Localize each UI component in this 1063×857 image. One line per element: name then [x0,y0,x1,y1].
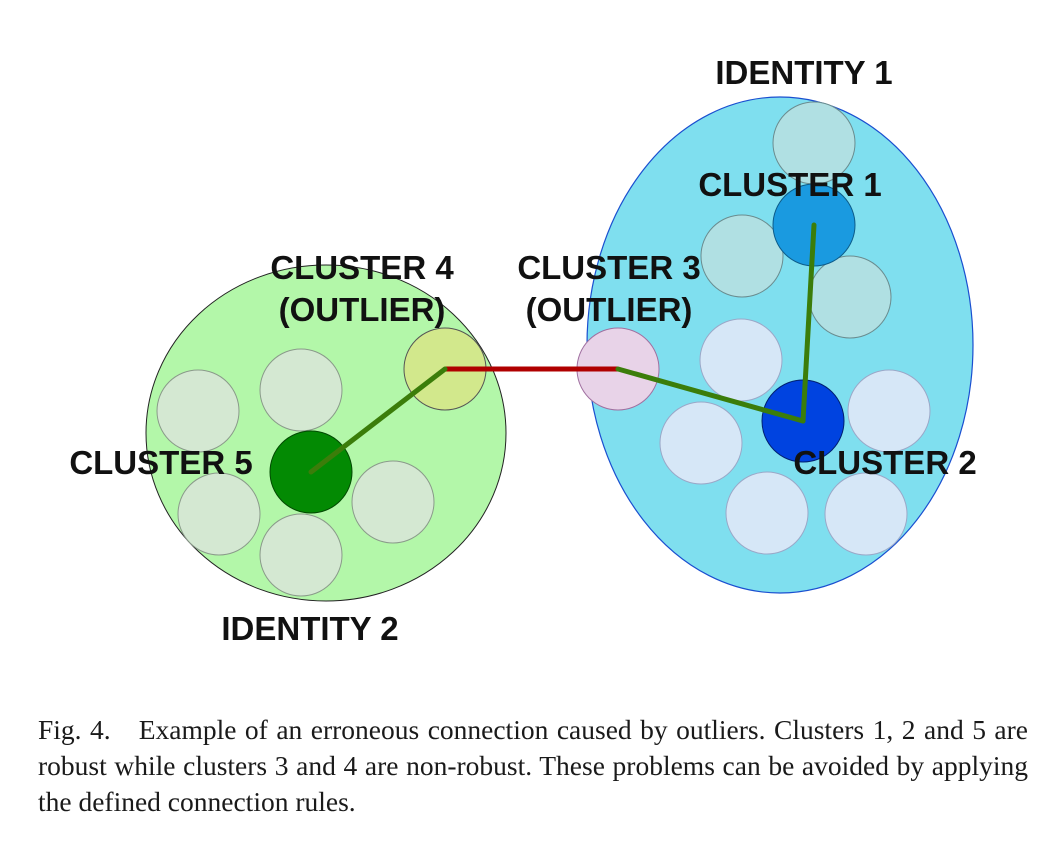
identity-1-samples [659,101,931,556]
robust-connection-lines [308,222,817,475]
sample-circle [259,348,343,432]
cluster-3-label: CLUSTER 3 [517,249,700,286]
sample-circle [699,318,783,402]
cluster-4-outlier-tag: (OUTLIER) [279,291,446,328]
figure-number: Fig. 4. [38,714,111,745]
sample-circle [824,472,908,556]
sample-circle [847,369,931,453]
cluster-2-label: CLUSTER 2 [793,444,976,481]
sample-circle [351,460,435,544]
clustering-diagram: IDENTITY 1 IDENTITY 2 CLUSTER 1 CLUSTER … [69,54,976,647]
link-cluster1-cluster2 [800,222,817,424]
sample-circle [156,369,240,453]
sample-circle [808,255,892,339]
sample-circle [177,472,261,556]
identity-1-label: IDENTITY 1 [715,54,892,91]
sample-circle [725,471,809,555]
sample-circle [659,401,743,485]
cluster-5-label: CLUSTER 5 [69,444,252,481]
figure-caption: Fig. 4.Example of an erroneous connectio… [38,712,1028,820]
caption-text: Example of an erroneous connection cause… [38,714,1029,817]
identity-2-samples [156,348,435,597]
link-cluster5-cluster4 [308,366,448,475]
cluster-4-label: CLUSTER 4 [270,249,454,286]
cluster-1-label: CLUSTER 1 [698,166,881,203]
cluster-3-outlier-tag: (OUTLIER) [526,291,693,328]
sample-circle [259,513,343,597]
link-cluster2-cluster3 [615,366,806,424]
identity-2-label: IDENTITY 2 [221,610,398,647]
sample-circle [700,214,784,298]
